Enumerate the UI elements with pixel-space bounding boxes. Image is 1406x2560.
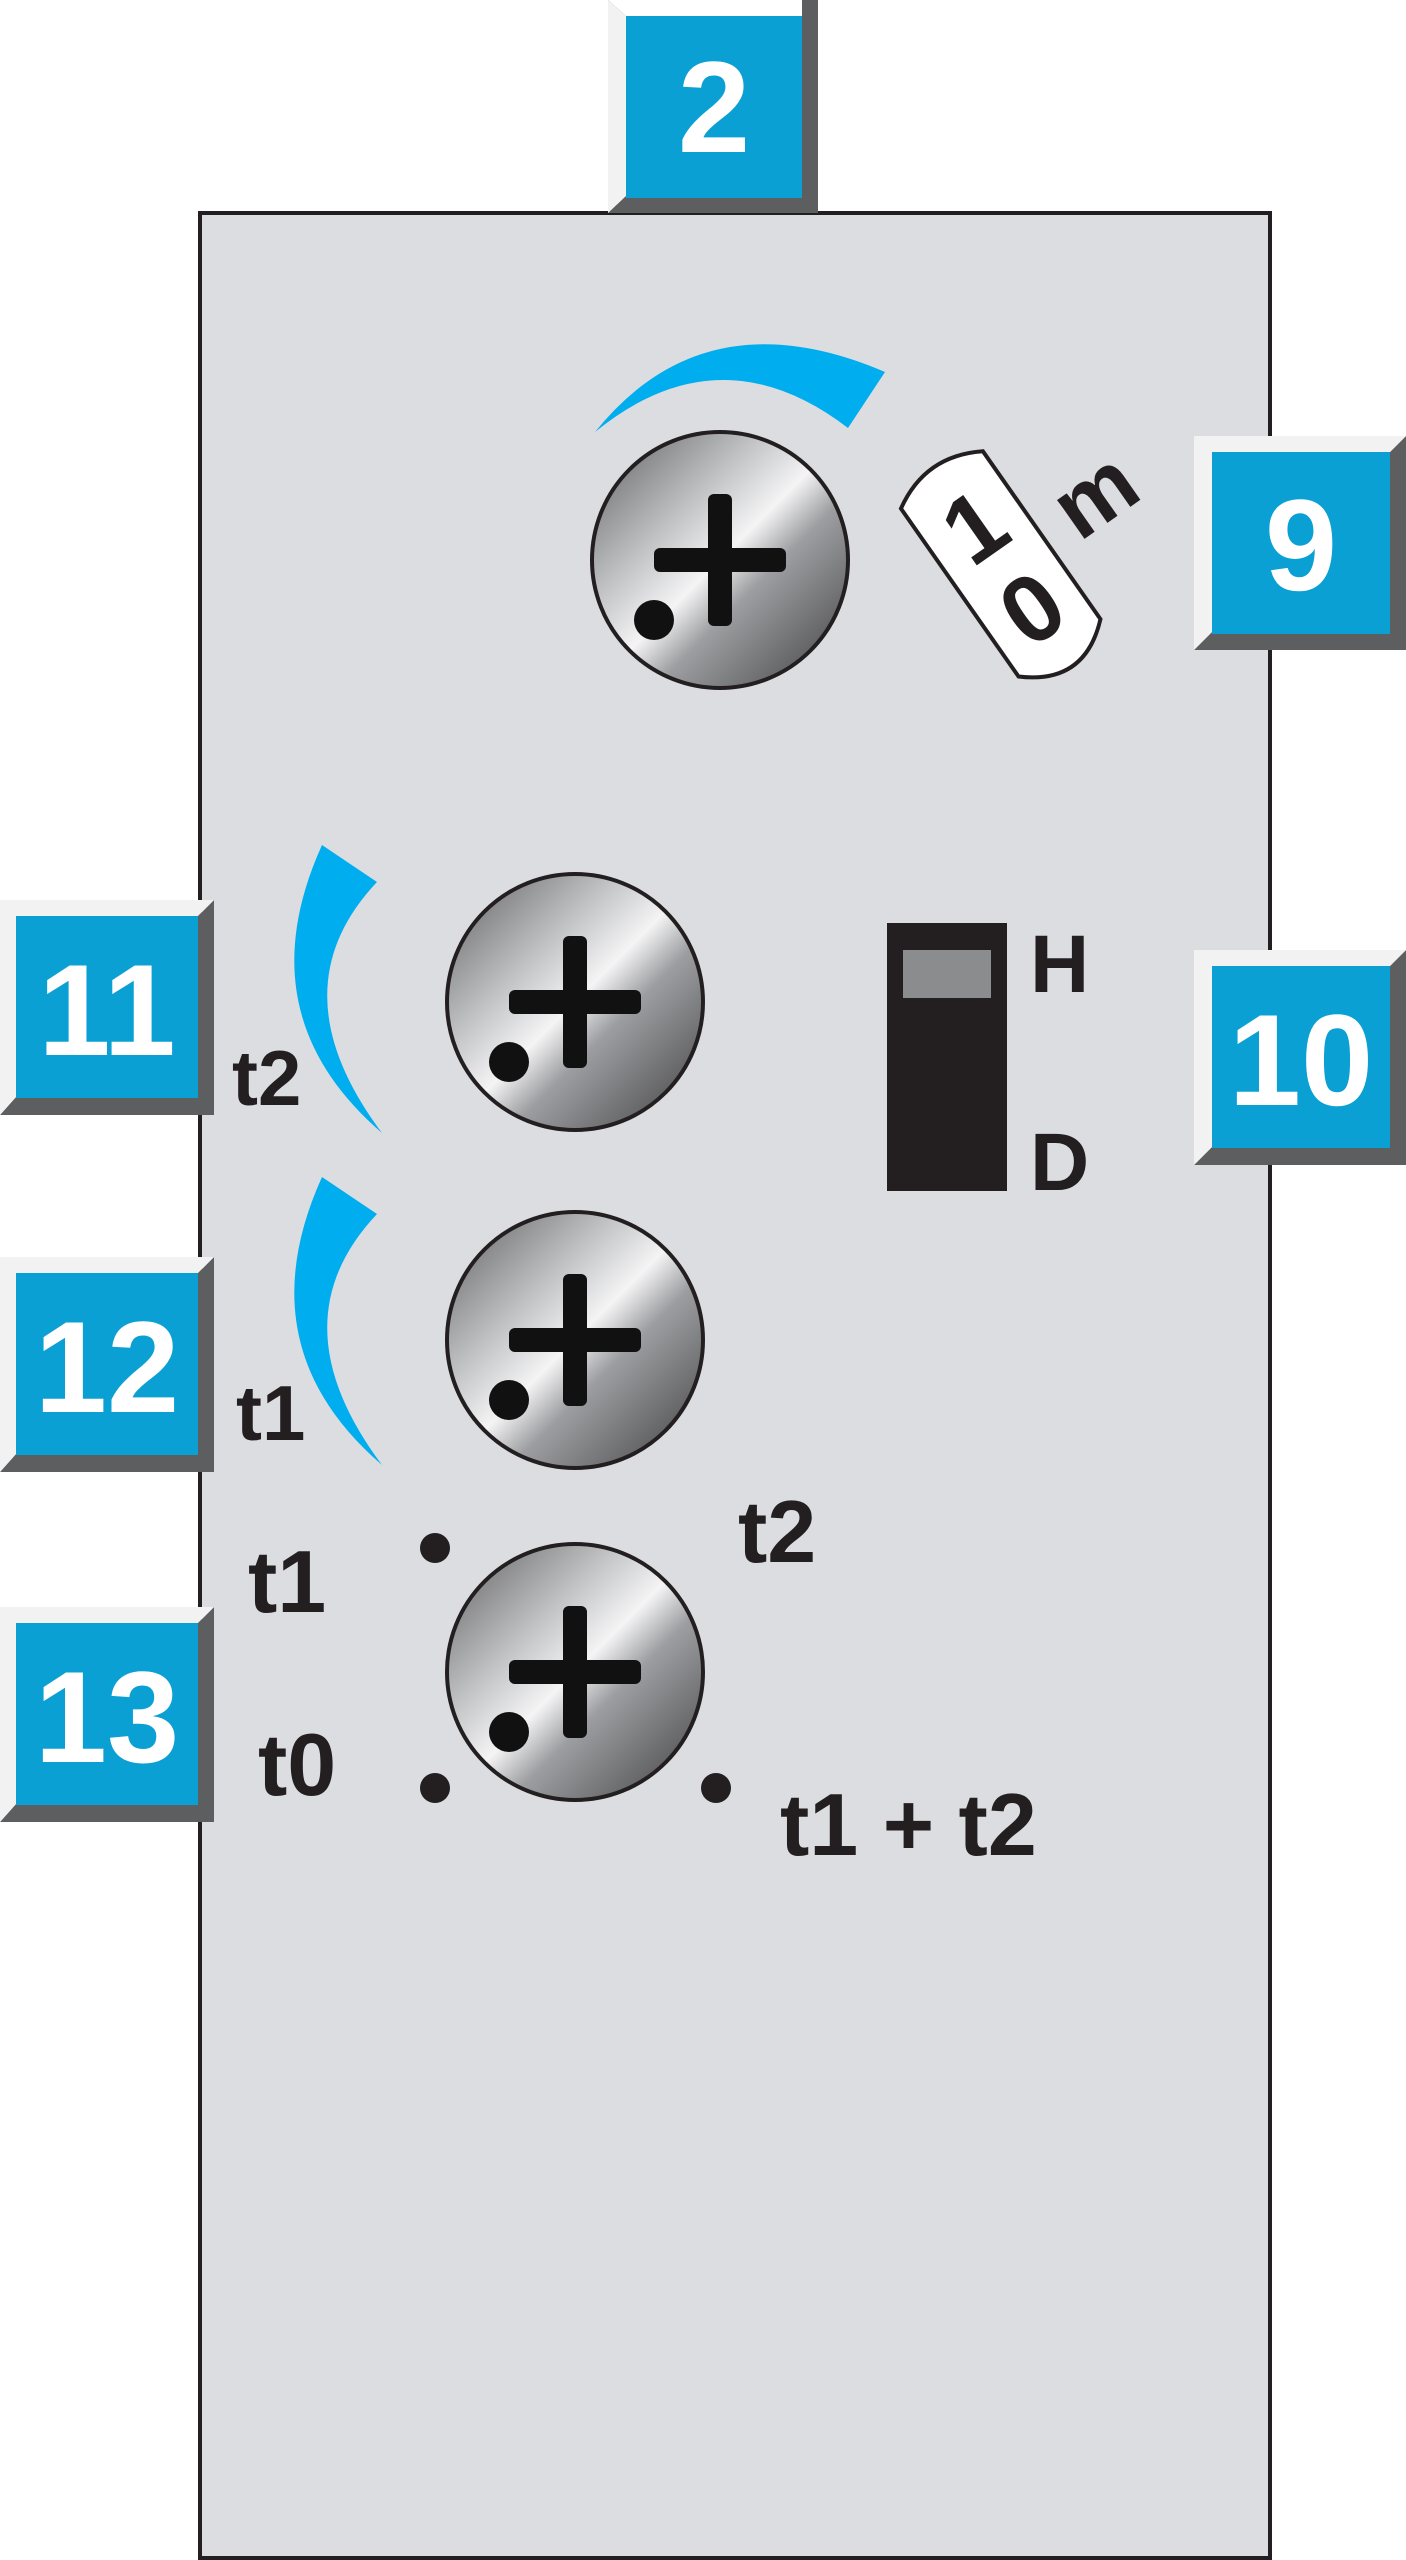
callout-10-label: 10 xyxy=(1229,987,1374,1133)
callout-10: 10 xyxy=(1194,950,1406,1165)
t1-knob[interactable] xyxy=(445,1210,705,1470)
callout-9: 9 xyxy=(1194,436,1406,650)
position-dot-t0 xyxy=(420,1773,450,1803)
dial-range-arc xyxy=(595,344,885,432)
switch-lower-label: D xyxy=(1030,1117,1089,1208)
range-knob[interactable] xyxy=(590,430,850,690)
selector-t1-t2-label: t1 + t2 xyxy=(780,1775,1037,1874)
callout-12: 12 xyxy=(0,1257,214,1472)
callout-11-label: 11 xyxy=(38,937,175,1083)
callout-13-label: 13 xyxy=(35,1644,180,1790)
callout-13: 13 xyxy=(0,1607,214,1822)
selector-t1-label: t1 xyxy=(248,1532,326,1631)
t1-adjust-arc xyxy=(294,1177,382,1465)
callout-2-label: 2 xyxy=(678,34,750,180)
t2-knob[interactable] xyxy=(445,872,705,1132)
t2-knob-label: t2 xyxy=(232,1034,301,1122)
selector-t2-label: t2 xyxy=(738,1482,816,1581)
position-dot-t1 xyxy=(420,1533,450,1563)
callout-12-label: 12 xyxy=(35,1294,180,1440)
selector-t0-label: t0 xyxy=(258,1715,336,1814)
callout-2: 2 xyxy=(608,0,818,213)
callout-11: 11 xyxy=(0,900,214,1115)
position-dot-t1-t2 xyxy=(701,1773,731,1803)
function-selector-knob[interactable] xyxy=(445,1542,705,1802)
t1-knob-label: t1 xyxy=(236,1369,305,1457)
range-selector-tag[interactable]: 1 0 xyxy=(892,439,1113,695)
callout-9-label: 9 xyxy=(1265,472,1337,618)
t2-adjust-arc xyxy=(294,845,382,1133)
hd-switch[interactable] xyxy=(887,923,1007,1191)
switch-upper-label: H xyxy=(1030,919,1089,1010)
